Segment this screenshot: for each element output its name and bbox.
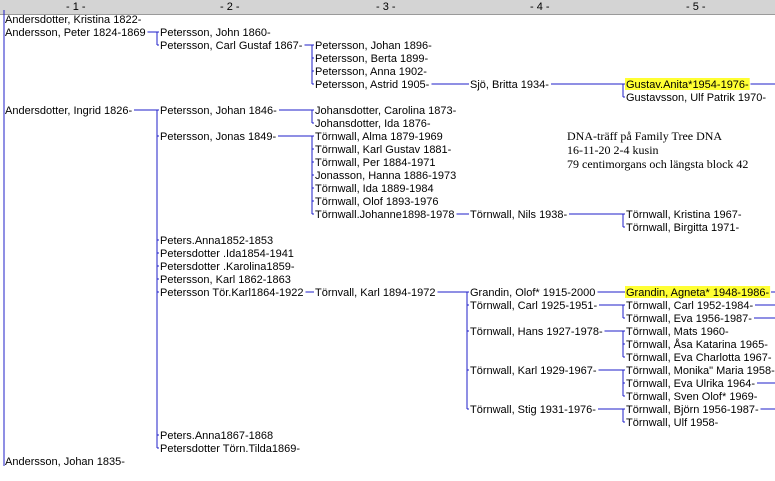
person-entry[interactable]: Törnwall, Sven Olof* 1969- bbox=[626, 391, 758, 403]
person-entry[interactable]: Petersson, John 1860- bbox=[160, 27, 271, 39]
person-entry[interactable]: Petersson, Anna 1902- bbox=[315, 66, 427, 78]
person-entry[interactable]: Petersson, Karl 1862-1863 bbox=[160, 274, 291, 286]
person-entry[interactable]: Törnwall, Stig 1931-1976- bbox=[470, 404, 596, 416]
person-entry[interactable]: Petersson, Carl Gustaf 1867- bbox=[160, 40, 303, 52]
person-entry[interactable]: Törnwall, Åsa Katarina 1965- bbox=[626, 338, 768, 351]
person-entry[interactable]: Törnwall, Karl 1929-1967- bbox=[470, 365, 597, 377]
column-header-2[interactable]: - 2 - bbox=[220, 1, 240, 13]
person-entry[interactable]: Törnvall, Karl 1894-1972 bbox=[315, 287, 435, 299]
person-entry[interactable]: Törnwall, Eva 1956-1987- bbox=[626, 313, 752, 325]
note-line: 16-11-20 2-4 kusin bbox=[567, 143, 659, 157]
person-entry[interactable]: Petersson Tör.Karl1864-1922 bbox=[160, 287, 304, 299]
person-entry[interactable]: Peters.Anna1852-1853 bbox=[160, 235, 273, 247]
column-header-bar: - 1 - - 2 - - 3 - - 4 - - 5 - bbox=[0, 0, 775, 15]
person-entry[interactable]: Törnwall, Nils 1938- bbox=[470, 209, 568, 221]
person-entry[interactable]: Andersson, Peter 1824-1869 bbox=[5, 27, 146, 39]
person-entry[interactable]: Törnwall, Björn 1956-1987- bbox=[626, 404, 759, 416]
person-entry[interactable]: Gustav.Anita*1954-1976- bbox=[626, 79, 749, 91]
person-entry[interactable]: Törnwall, Kristina 1967- bbox=[626, 209, 742, 221]
person-entry[interactable]: Törnwall, Alma 1879-1969 bbox=[315, 131, 443, 143]
person-entry[interactable]: Törnwall, Eva Ulrika 1964- bbox=[626, 378, 755, 390]
column-header-5[interactable]: - 5 - bbox=[686, 1, 706, 13]
person-entry[interactable]: Törnwall, Carl 1925-1951- bbox=[470, 300, 598, 312]
person-entry[interactable]: Andersdotter, Ingrid 1826- bbox=[5, 105, 133, 117]
person-entry[interactable]: Törnwall, Carl 1952-1984- bbox=[626, 300, 754, 312]
person-entry[interactable]: Andersdotter, Kristina 1822- bbox=[5, 14, 142, 26]
person-entry[interactable]: Törnwall, Karl Gustav 1881- bbox=[315, 144, 452, 156]
person-entry[interactable]: Törnwall.Johanne1898-1978 bbox=[315, 209, 454, 221]
person-entry[interactable]: Jonasson, Hanna 1886-1973 bbox=[315, 170, 456, 182]
person-entry[interactable]: Petersdotter .Karolina1859- bbox=[160, 261, 295, 273]
highlight-marker bbox=[625, 286, 771, 298]
person-entry[interactable]: Peters.Anna1867-1868 bbox=[160, 430, 273, 442]
column-header-1[interactable]: - 1 - bbox=[66, 1, 86, 13]
dna-match-note: DNA-träff på Family Tree DNA 16-11-20 2-… bbox=[567, 129, 748, 171]
person-entry[interactable]: Törnwall, Ulf 1958- bbox=[626, 417, 719, 429]
person-entry[interactable]: Petersson, Berta 1899- bbox=[315, 53, 428, 65]
person-entry[interactable]: Grandin, Agneta* 1948-1986- bbox=[626, 287, 769, 299]
person-entry[interactable]: Törnwall, Birgitta 1971- bbox=[626, 222, 739, 234]
person-entry[interactable]: Törnwall, Per 1884-1971 bbox=[315, 157, 435, 169]
person-entry[interactable]: Andersson, Johan 1835- bbox=[5, 456, 125, 468]
person-entry[interactable]: Törnwall, Hans 1927-1978- bbox=[470, 326, 603, 338]
note-line: 79 centimorgans och längsta block 42 bbox=[567, 157, 749, 171]
person-entry[interactable]: Johansdotter, Carolina 1873- bbox=[315, 105, 457, 117]
person-entry[interactable]: Johansdotter, Ida 1876- bbox=[315, 118, 431, 130]
column-header-4[interactable]: - 4 - bbox=[530, 1, 550, 13]
person-entry[interactable]: Petersson, Johan 1846- bbox=[160, 105, 277, 117]
person-entry[interactable]: Gustavsson, Ulf Patrik 1970- bbox=[626, 92, 766, 104]
person-entry[interactable]: Petersdotter .Ida1854-1941 bbox=[160, 248, 294, 260]
person-entry[interactable]: Petersson, Johan 1896- bbox=[315, 40, 432, 52]
person-entry[interactable]: Törnwall, Olof 1893-1976 bbox=[315, 196, 439, 208]
column-header-3[interactable]: - 3 - bbox=[376, 1, 396, 13]
person-entry[interactable]: Törnwall, Mats 1960- bbox=[626, 326, 729, 338]
person-entry[interactable]: Sjö, Britta 1934- bbox=[470, 79, 549, 91]
person-entry[interactable]: Petersson, Astrid 1905- bbox=[315, 79, 430, 91]
person-entry[interactable]: Petersson, Jonas 1849- bbox=[160, 131, 277, 143]
person-entry[interactable]: Törnwall, Monika" Maria 1958- bbox=[626, 365, 775, 377]
person-entry[interactable]: Petersdotter Törn.Tilda1869- bbox=[160, 443, 300, 455]
person-entry[interactable]: Törnwall, Eva Charlotta 1967- bbox=[626, 352, 772, 364]
note-line: DNA-träff på Family Tree DNA bbox=[567, 129, 723, 143]
person-entry[interactable]: Grandin, Olof* 1915-2000 bbox=[470, 287, 595, 299]
person-entry[interactable]: Törnwall, Ida 1889-1984 bbox=[315, 183, 434, 195]
highlight-marker bbox=[625, 78, 750, 90]
